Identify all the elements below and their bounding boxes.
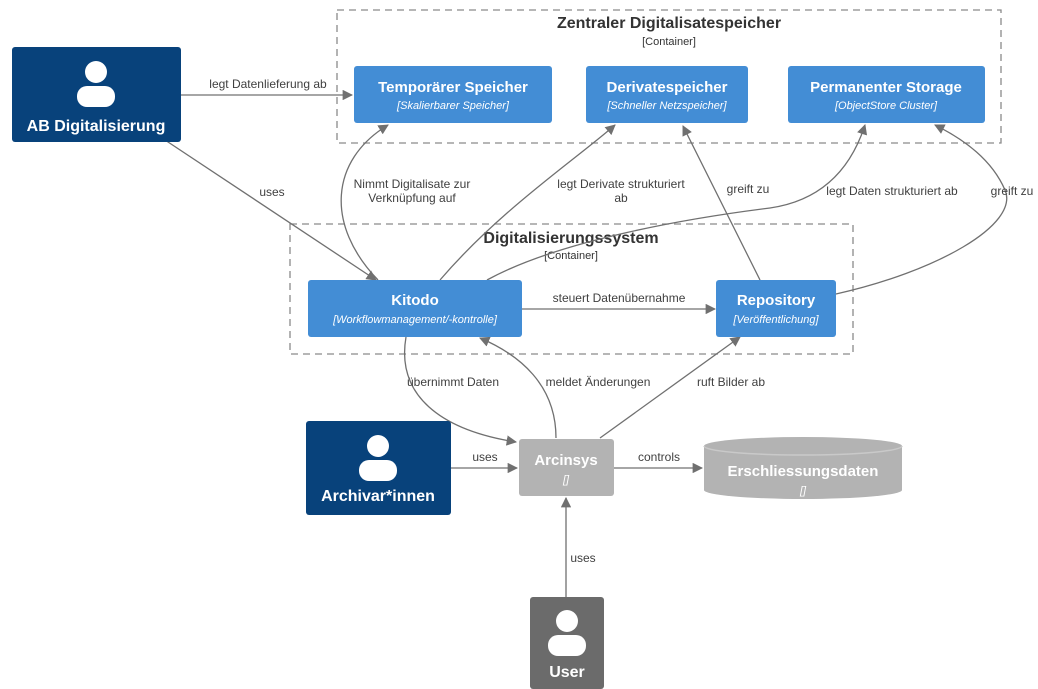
edge-label-user-arcinsys: uses xyxy=(570,551,595,565)
boundary-zentraler-digitalisatespeicher: Zentraler Digitalisatespeicher [Containe… xyxy=(336,9,1002,144)
edge-kitodo-arcinsys xyxy=(404,336,518,446)
edge-repository-derivate xyxy=(682,125,761,281)
boundary-zentral-type: [Container] xyxy=(642,36,696,48)
edges: legt Datenlieferung ab uses Nimmt Digita… xyxy=(164,77,1034,597)
edge-label-arcinsys-kitodo: meldet Änderungen xyxy=(546,375,651,389)
person-ab-digitalisierung-label: AB Digitalisierung xyxy=(27,118,166,135)
edge-label-kitodo-arcinsys: übernimmt Daten xyxy=(407,375,499,389)
boundary-zentral-title: Zentraler Digitalisatespeicher xyxy=(557,15,781,32)
person-icon xyxy=(359,435,397,481)
edge-label-arcinsys-repository: ruft Bilder ab xyxy=(697,375,765,389)
database-erschliessung-tech: [] xyxy=(799,485,807,497)
edge-label-ab-temporaer: legt Datenlieferung ab xyxy=(209,77,327,91)
edge-label-repository-permanent: greift zu xyxy=(991,184,1034,198)
container-derivatespeicher[interactable]: Derivatespeicher [Schneller Netzspeicher… xyxy=(586,66,748,123)
external-arcinsys-tech: [] xyxy=(562,474,570,486)
external-arcinsys-title: Arcinsys xyxy=(534,452,597,469)
database-erschliessung-title: Erschliessungsdaten xyxy=(728,463,879,480)
edge-label-archivar-arcinsys: uses xyxy=(472,450,497,464)
edge-label-arcinsys-erschliessung: controls xyxy=(638,450,680,464)
container-permanent-tech: [ObjectStore Cluster] xyxy=(834,100,938,112)
person-archivar-label: Archivar*innen xyxy=(321,488,435,505)
edge-label-ab-kitodo: uses xyxy=(259,185,284,199)
edge-label-kitodo-permanent: legt Daten strukturiert ab xyxy=(826,184,958,198)
edge-repository-permanent xyxy=(835,124,1008,295)
edge-ab-kitodo xyxy=(164,139,377,281)
person-icon xyxy=(77,61,115,107)
container-kitodo-tech: [Workflowmanagement/-kontrolle] xyxy=(332,314,498,326)
edge-label-kitodo-derivate-2: ab xyxy=(614,191,628,205)
container-temporaerer-speicher[interactable]: Temporärer Speicher [Skalierbarer Speich… xyxy=(354,66,552,123)
container-permanenter-storage[interactable]: Permanenter Storage [ObjectStore Cluster… xyxy=(788,66,985,123)
database-erschliessungsdaten[interactable]: Erschliessungsdaten [] xyxy=(703,437,903,499)
edge-arcinsys-kitodo xyxy=(479,336,557,439)
container-derivate-tech: [Schneller Netzspeicher] xyxy=(606,100,727,112)
edge-label-kitodo-temporaer-1: Nimmt Digitalisate zur xyxy=(354,177,471,191)
person-user[interactable]: User xyxy=(530,597,604,689)
container-repository-tech: [Veröffentlichung] xyxy=(732,314,819,326)
edge-label-kitodo-derivate-1: legt Derivate strukturiert xyxy=(557,177,685,191)
edge-label-kitodo-repository: steuert Datenübernahme xyxy=(553,291,686,305)
boundary-digitalisierungssystem: Digitalisierungssystem [Container] xyxy=(289,223,854,355)
boundary-digital-title: Digitalisierungssystem xyxy=(483,230,658,247)
edge-kitodo-permanent xyxy=(486,124,868,281)
edge-label-repository-derivate: greift zu xyxy=(727,182,770,196)
container-repository-title: Repository xyxy=(737,292,816,309)
container-temporaer-title: Temporärer Speicher xyxy=(378,79,528,96)
container-permanent-title: Permanenter Storage xyxy=(810,79,962,96)
boundary-digital-type: [Container] xyxy=(544,250,598,262)
container-derivate-title: Derivatespeicher xyxy=(607,79,728,96)
edge-label-kitodo-temporaer-2: Verknüpfung auf xyxy=(368,191,456,205)
container-kitodo[interactable]: Kitodo [Workflowmanagement/-kontrolle] xyxy=(308,280,522,337)
container-temporaer-tech: [Skalierbarer Speicher] xyxy=(396,100,510,112)
edge-kitodo-derivate xyxy=(439,124,616,281)
person-ab-digitalisierung[interactable]: AB Digitalisierung xyxy=(12,47,181,142)
edge-arcinsys-repository xyxy=(599,336,741,439)
edge-kitodo-temporaer xyxy=(340,124,389,281)
person-icon xyxy=(548,610,586,656)
container-kitodo-title: Kitodo xyxy=(391,292,438,309)
person-user-label: User xyxy=(549,664,585,681)
container-repository[interactable]: Repository [Veröffentlichung] xyxy=(716,280,836,337)
external-system-arcinsys[interactable]: Arcinsys [] xyxy=(519,439,614,496)
person-archivar-innen[interactable]: Archivar*innen xyxy=(306,421,451,515)
